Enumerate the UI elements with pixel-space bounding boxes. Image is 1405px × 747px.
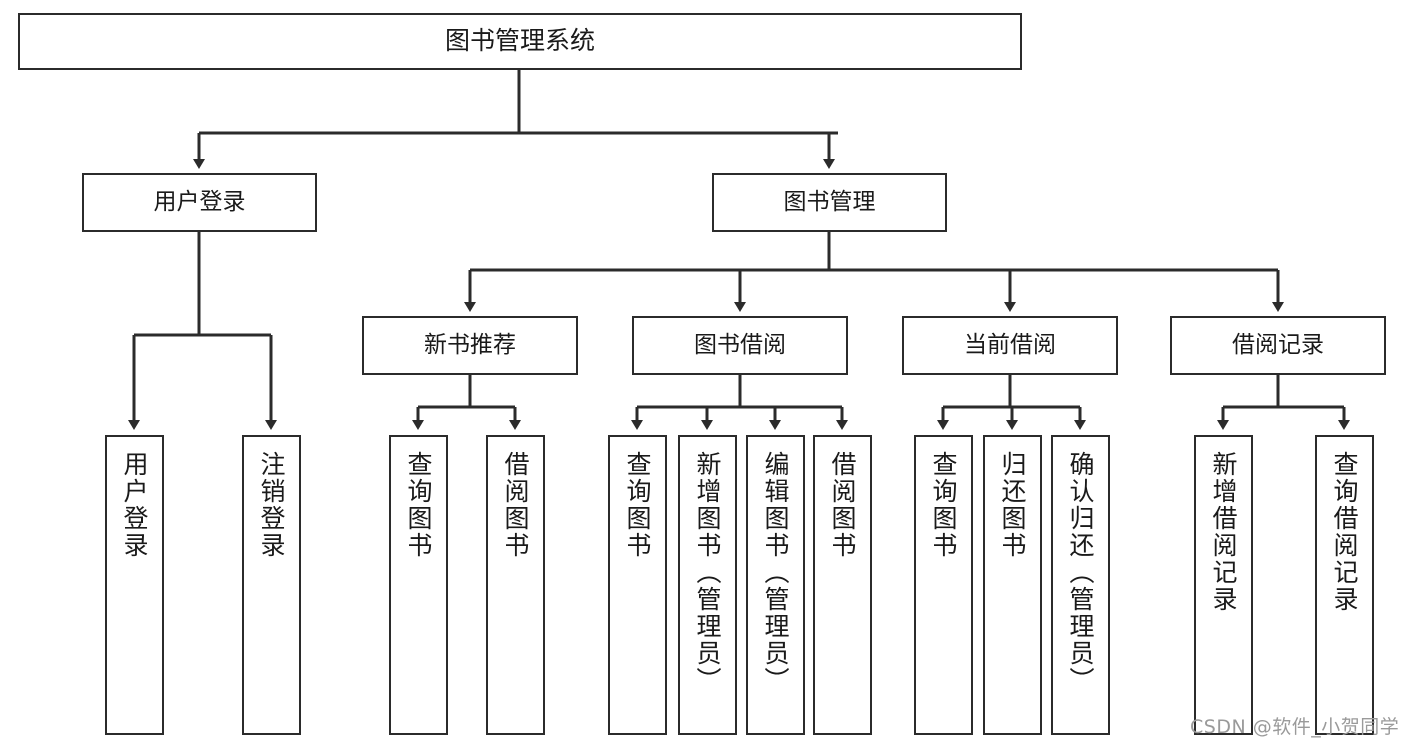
leaf-borrow-record-query-record[interactable]: 查询借阅记录 [1315, 435, 1374, 735]
leaf-book-borrow-query-book[interactable]: 查询图书 [608, 435, 667, 735]
node-label: 图书管理 [783, 189, 876, 216]
node-label: 用户登录 [120, 451, 149, 559]
csdn-watermark: CSDN @软件_小贺同学 [1190, 716, 1400, 738]
leaf-new-book-query-book[interactable]: 查询图书 [389, 435, 448, 735]
leaf-book-borrow-borrow-book[interactable]: 借阅图书 [813, 435, 872, 735]
node-borrow-record[interactable]: 借阅记录 [1170, 316, 1386, 375]
node-label: 注销登录 [257, 451, 286, 559]
node-label: 用户登录 [153, 189, 246, 216]
node-label: 借阅记录 [1232, 332, 1324, 359]
node-label: 图书管理系统 [444, 26, 595, 56]
leaf-current-borrow-query-book[interactable]: 查询图书 [914, 435, 973, 735]
node-book-manage[interactable]: 图书管理 [712, 173, 947, 232]
leaf-new-book-borrow-book[interactable]: 借阅图书 [486, 435, 545, 735]
node-label: 当前借阅 [964, 332, 1056, 359]
leaf-book-borrow-add-book[interactable]: 新增图书（管理员） [678, 435, 737, 735]
leaf-user-login-logout[interactable]: 注销登录 [242, 435, 301, 735]
node-user-login[interactable]: 用户登录 [82, 173, 317, 232]
node-label: 查询图书 [929, 451, 958, 559]
node-new-book-recommend[interactable]: 新书推荐 [362, 316, 578, 375]
node-label: 归还图书 [998, 451, 1027, 559]
leaf-user-login-login[interactable]: 用户登录 [105, 435, 164, 735]
leaf-borrow-record-add-record[interactable]: 新增借阅记录 [1194, 435, 1253, 735]
leaf-current-borrow-confirm-return[interactable]: 确认归还（管理员） [1051, 435, 1110, 735]
node-label: 新增图书（管理员） [693, 451, 722, 694]
leaf-current-borrow-return-book[interactable]: 归还图书 [983, 435, 1042, 735]
node-label: 借阅图书 [828, 451, 857, 559]
node-label: 新书推荐 [424, 332, 516, 359]
node-current-borrow[interactable]: 当前借阅 [902, 316, 1118, 375]
node-label: 确认归还（管理员） [1066, 451, 1095, 694]
node-label: 新增借阅记录 [1209, 451, 1238, 613]
node-label: 编辑图书（管理员） [761, 451, 790, 694]
node-label: 图书借阅 [694, 332, 786, 359]
node-label: 查询借阅记录 [1330, 451, 1359, 613]
node-label: 借阅图书 [501, 451, 530, 559]
node-book-borrow[interactable]: 图书借阅 [632, 316, 848, 375]
node-label: 查询图书 [404, 451, 433, 559]
node-label: 查询图书 [623, 451, 652, 559]
node-root-system[interactable]: 图书管理系统 [18, 13, 1022, 70]
leaf-book-borrow-edit-book[interactable]: 编辑图书（管理员） [746, 435, 805, 735]
